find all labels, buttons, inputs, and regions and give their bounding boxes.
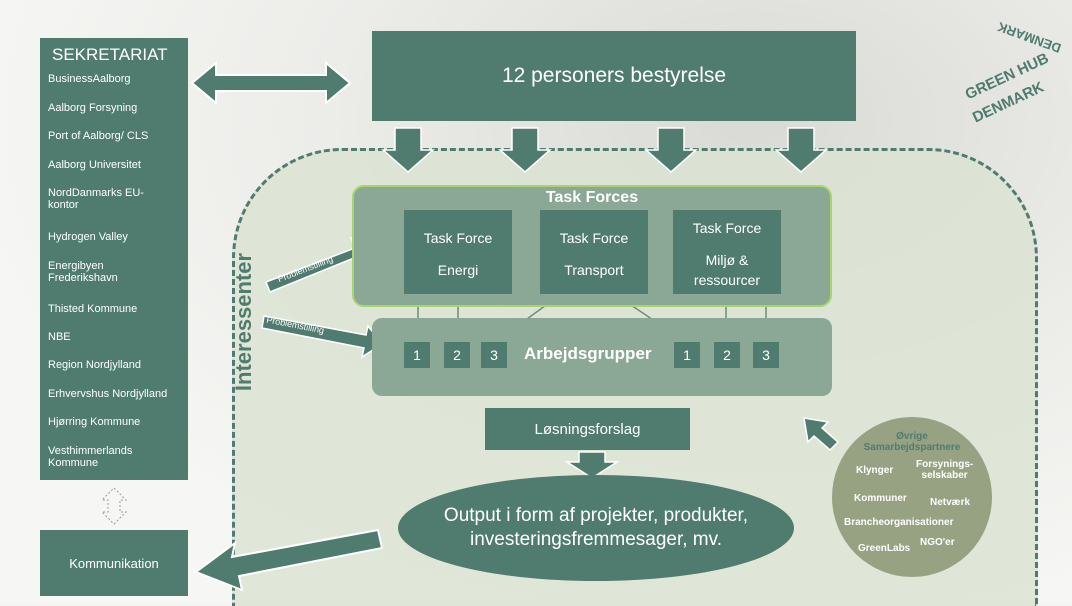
- task-force-environment-name: Miljø &: [705, 252, 749, 268]
- secretariat-item: Aalborg Universitet: [48, 159, 141, 171]
- down-arrow-3: [644, 127, 698, 173]
- secretariat-item: Hjørring Kommune: [48, 416, 141, 428]
- partner-netvaerk: Netværk: [930, 497, 971, 508]
- double-arrow: [190, 60, 352, 106]
- communication-box: Kommunikation: [40, 530, 188, 596]
- down-arrow-4: [774, 127, 828, 173]
- dashed-updown-arrow: [100, 487, 128, 525]
- secretariat-item: Region Nordjylland: [48, 359, 141, 371]
- logo-line-1: DENMARK: [995, 19, 1064, 56]
- partners-arrow: [803, 417, 840, 452]
- secretariat-item: Aalborg Forsyning: [48, 102, 138, 114]
- communication-label: Kommunikation: [69, 555, 159, 571]
- output-line-2: investeringsfremmesager, mv.: [469, 529, 722, 550]
- working-group-number: 1: [404, 342, 430, 368]
- green-hub-denmark-logo: DENMARK GREEN HUB DENMARK: [956, 19, 1066, 130]
- secretariat-title: SEKRETARIAT: [52, 45, 168, 64]
- secretariat-item: NordDanmarks EU-kontor: [48, 187, 144, 211]
- task-force-environment: Task Force Miljø & ressourcer: [673, 210, 781, 294]
- board-box: 12 personers bestyrelse: [372, 31, 856, 121]
- partners-title: Øvrige Samarbejdspartnere: [832, 431, 992, 453]
- partners-circle: Øvrige Samarbejdspartnere Klynger Forsyn…: [832, 417, 992, 577]
- task-force-energy: Task Force Energi: [404, 210, 512, 294]
- working-group-number: 2: [444, 342, 470, 368]
- down-arrow-1: [381, 127, 435, 173]
- working-group-number: 1: [674, 342, 700, 368]
- secretariat-item: Hydrogen Valley: [48, 231, 128, 243]
- output-line-1: Output i form af projekter, produkter,: [443, 505, 749, 526]
- partners-title-line2: Samarbejdspartnere: [863, 442, 961, 453]
- output-ellipse: Output i form af projekter, produkter, i…: [398, 475, 794, 581]
- secretariat-item: Port of Aalborg/ CLS: [48, 130, 149, 142]
- secretariat-item: Thisted Kommune: [48, 303, 138, 315]
- solution-label: Løsningsforslag: [534, 420, 641, 438]
- task-force-transport: Task Force Transport: [540, 210, 648, 294]
- solution-down-arrow: [564, 451, 620, 479]
- task-force-environment-name-2: ressourcer: [693, 272, 761, 288]
- partner-branche: Brancheorganisationer: [844, 517, 954, 528]
- secretariat-item: BusinessAalborg: [48, 73, 131, 85]
- secretariat-panel: SEKRETARIAT BusinessAalborg Aalborg Fors…: [40, 38, 188, 480]
- partner-kommuner: Kommuner: [854, 493, 907, 504]
- task-forces-title: Task Forces: [545, 189, 639, 206]
- secretariat-item: Erhvervshus Nordjylland: [48, 388, 168, 400]
- task-force-environment-title: Task Force: [692, 220, 762, 236]
- partner-ngo: NGO'er: [920, 537, 955, 548]
- working-group-number: 3: [753, 342, 779, 368]
- board-label: 12 personers bestyrelse: [501, 64, 727, 87]
- down-arrow-2: [498, 127, 552, 173]
- partner-forsyning: Forsynings-selskaber: [916, 459, 974, 481]
- task-force-energy-title: Task Force: [423, 230, 493, 246]
- working-group-number: 3: [481, 342, 507, 368]
- working-group-number: 2: [714, 342, 740, 368]
- partner-greenlabs: GreenLabs: [858, 543, 911, 554]
- solution-box: Løsningsforslag: [485, 408, 690, 450]
- secretariat-item: NBE: [48, 331, 71, 343]
- working-groups-title: Arbejdsgrupper: [524, 344, 652, 363]
- task-force-transport-name: Transport: [564, 262, 624, 278]
- task-force-transport-title: Task Force: [559, 230, 629, 246]
- task-force-energy-name: Energi: [437, 262, 479, 278]
- partner-klynger: Klynger: [856, 465, 894, 476]
- communication-arrow: [193, 528, 384, 592]
- partners-title-line1: Øvrige: [896, 431, 928, 442]
